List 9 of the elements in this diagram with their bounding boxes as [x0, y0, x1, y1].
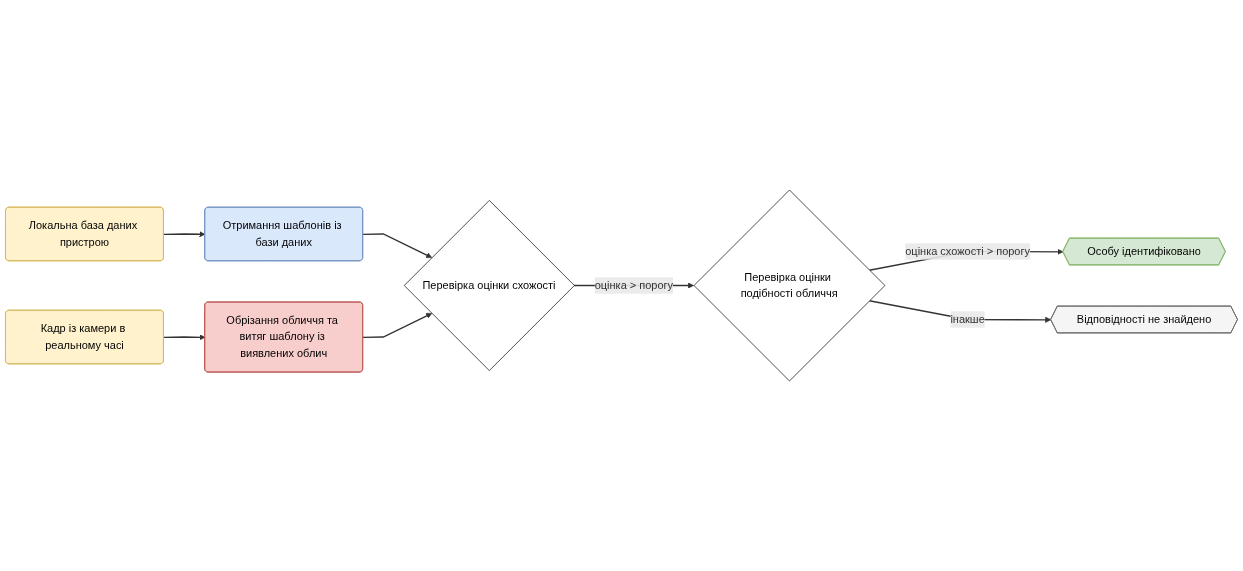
arrow	[163, 231, 206, 238]
arrow	[362, 233, 433, 258]
edge-label: оцінка > порогу	[594, 279, 674, 291]
edge-label: інакше	[950, 313, 985, 325]
edge-label: оцінка схожості > порогу	[905, 245, 1030, 257]
node-diamond: Перевірка оцінки схожості	[403, 200, 575, 371]
arrow	[362, 313, 433, 339]
arrow	[163, 334, 206, 341]
node-diamond: Перевірка оцінки подібності обличчя	[693, 189, 886, 382]
